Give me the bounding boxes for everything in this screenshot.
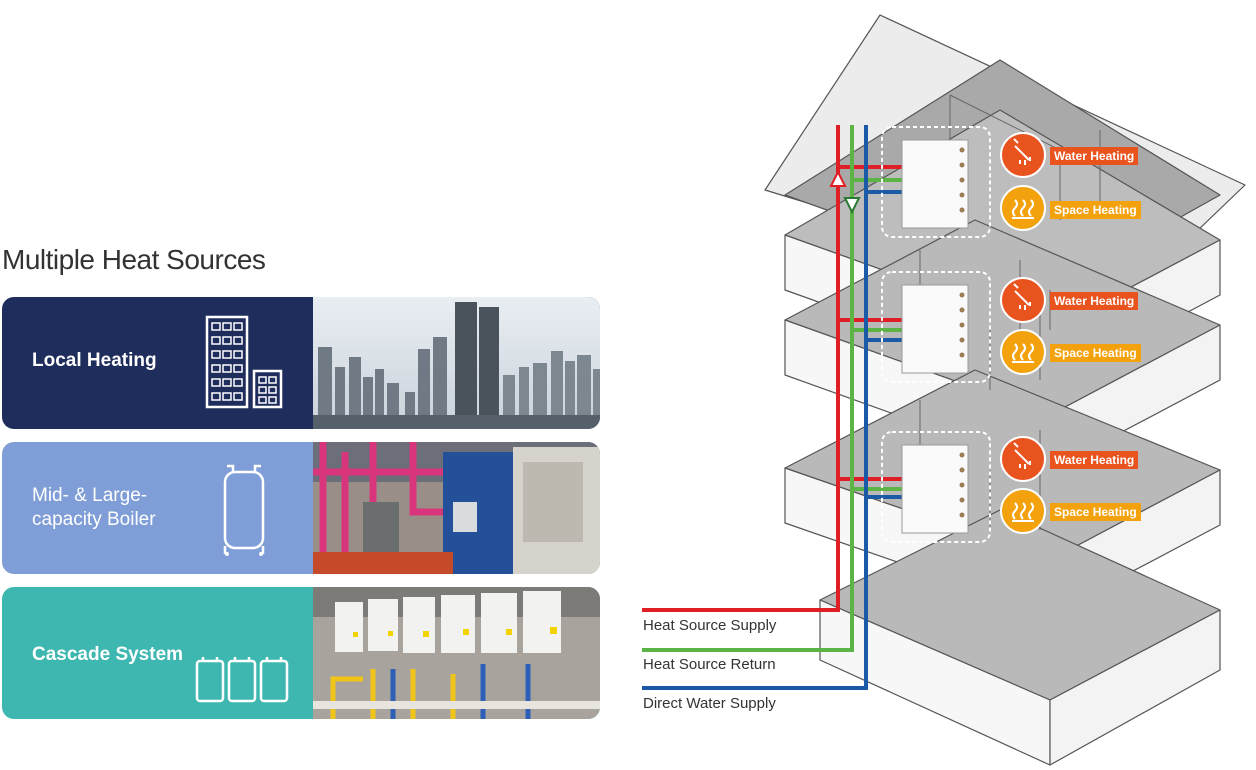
card-local-heating: Local Heating: [2, 297, 600, 429]
shower-glyph-icons: [1013, 138, 1031, 469]
heat-interface-units: [881, 126, 991, 543]
card-label: Mid- & Large- capacity Boiler: [32, 485, 156, 530]
pipe-direct: [642, 125, 902, 690]
page-title: Multiple Heat Sources: [2, 244, 266, 275]
legend-return: Heat Source Return: [643, 656, 776, 673]
city-skyline-photo: [313, 297, 600, 429]
heat-waves-glyph-icons: [1012, 199, 1034, 522]
card-label: Cascade System: [32, 644, 184, 665]
pipe-supply: [642, 125, 902, 612]
space-heating-tag: Space Heating: [1050, 201, 1141, 219]
space-heating-tag: Space Heating: [1050, 344, 1141, 362]
building-diagram: [642, 14, 1246, 766]
water-heating-tag: Water Heating: [1050, 451, 1139, 469]
boiler-room-photo: [313, 442, 600, 574]
pipe-return: [642, 125, 902, 652]
card-boiler: Mid- & Large- capacity Boiler: [2, 442, 600, 574]
legend-supply: Heat Source Supply: [643, 617, 777, 634]
return-arrow-icon: [843, 197, 861, 215]
supply-arrow-icon: [829, 169, 847, 187]
boiler-icon: [223, 464, 265, 556]
water-heating-tag: Water Heating: [1050, 292, 1139, 310]
card-cascade: Cascade System: [2, 587, 600, 719]
card-label: Local Heating: [32, 350, 157, 371]
cascade-units-icon: [195, 657, 289, 703]
water-heating-tag: Water Heating: [1050, 147, 1139, 165]
space-heating-tag: Space Heating: [1050, 503, 1141, 521]
buildings-icon: [205, 315, 283, 409]
cascade-boilers-photo: [313, 587, 600, 719]
legend-direct: Direct Water Supply: [643, 695, 776, 712]
